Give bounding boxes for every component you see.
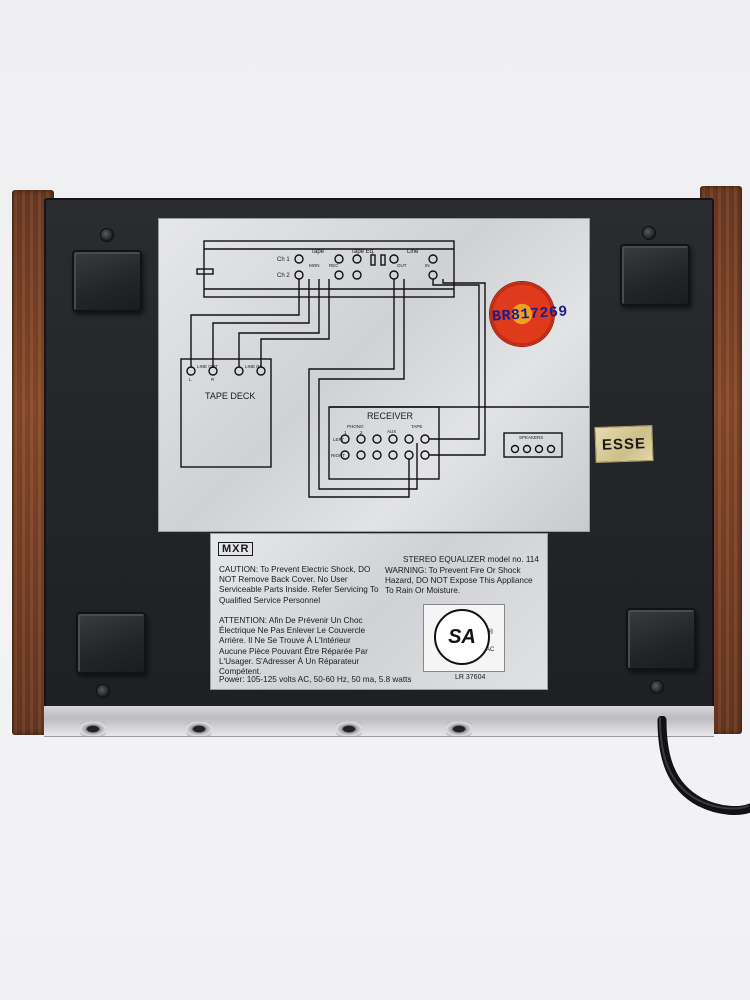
csa-certification-mark: SA ® AC [423,604,505,672]
csa-registered-mark: ® [488,629,494,636]
diagram-label-phono-1: 1 [344,430,347,435]
front-panel-strip [44,706,714,737]
diagram-label-rec: REC [329,263,339,268]
screw [642,226,656,240]
csa-lr-number: LR 37604 [455,674,486,681]
power-rating-text: Power: 105-125 volts AC, 50-60 Hz, 50 ma… [219,675,412,684]
rca-jack [80,722,106,736]
diagram-label-receiver: RECEIVER [367,411,414,421]
csa-logo: SA [434,609,490,665]
diagram-label-speakers: SPEAKERS [519,435,543,440]
warning-text: WARNING: To Prevent Fire Or Shock Hazard… [385,566,533,596]
diagram-label-left: LEFT [333,437,344,442]
rca-jack [336,722,362,736]
diagram-label-in: IN [425,263,430,268]
screw [96,684,110,698]
rubber-foot-bottom-left [76,612,146,674]
diagram-label-tape: Tape [311,249,325,255]
diagram-label-phono: PHONO [347,424,364,429]
rubber-foot-top-left [72,250,142,312]
connection-diagram-label: Ch 1 Ch 2 Tape Tape Eq. Line MON REC OUT… [158,218,590,532]
diagram-label-line-out: LINE OUT [197,364,218,369]
csa-ac-text: AC [486,647,495,653]
diagram-label-ch2: Ch 2 [277,273,290,279]
mxr-logo: MXR [218,542,254,556]
rubber-foot-top-right [620,244,690,306]
screw [100,228,114,242]
diagram-label-line: Line [407,249,419,255]
wiring-diagram: Ch 1 Ch 2 Tape Tape Eq. Line MON REC OUT… [180,240,589,498]
diagram-label-aux: AUX [387,429,396,434]
diagram-label-tape-eq: Tape Eq. [351,249,375,255]
diagram-label-right: RIGHT [331,453,345,458]
diagram-label-tape-small: TAPE [411,424,422,429]
rca-jack [186,722,212,736]
caution-text: CAUTION: To Prevent Electric Shock, DO N… [219,565,379,605]
diagram-label-ch1: Ch 1 [277,257,290,263]
diagram-label-line-in: LINE IN [245,364,261,369]
power-cord [657,716,750,815]
diagram-label-r: R [211,377,215,382]
rca-jack [446,722,472,736]
diagram-label-out: OUT [397,263,407,268]
tape-sticker: ESSE [594,424,654,464]
diagram-label-mon: MON [309,263,320,268]
attention-text: ATTENTION: Afin De Prévenir Un Choc Élec… [219,616,368,677]
diagram-label-phono-2: 2 [360,430,363,435]
diagram-label-l: L [189,377,192,382]
model-text: STEREO EQUALIZER model no. 114 [403,555,539,564]
rubber-foot-bottom-right [626,608,696,670]
inspection-seal [490,282,554,346]
warning-label: MXR STEREO EQUALIZER model no. 114 CAUTI… [210,533,548,690]
diagram-label-tape-deck: TAPE DECK [205,391,255,401]
screw [650,680,664,694]
